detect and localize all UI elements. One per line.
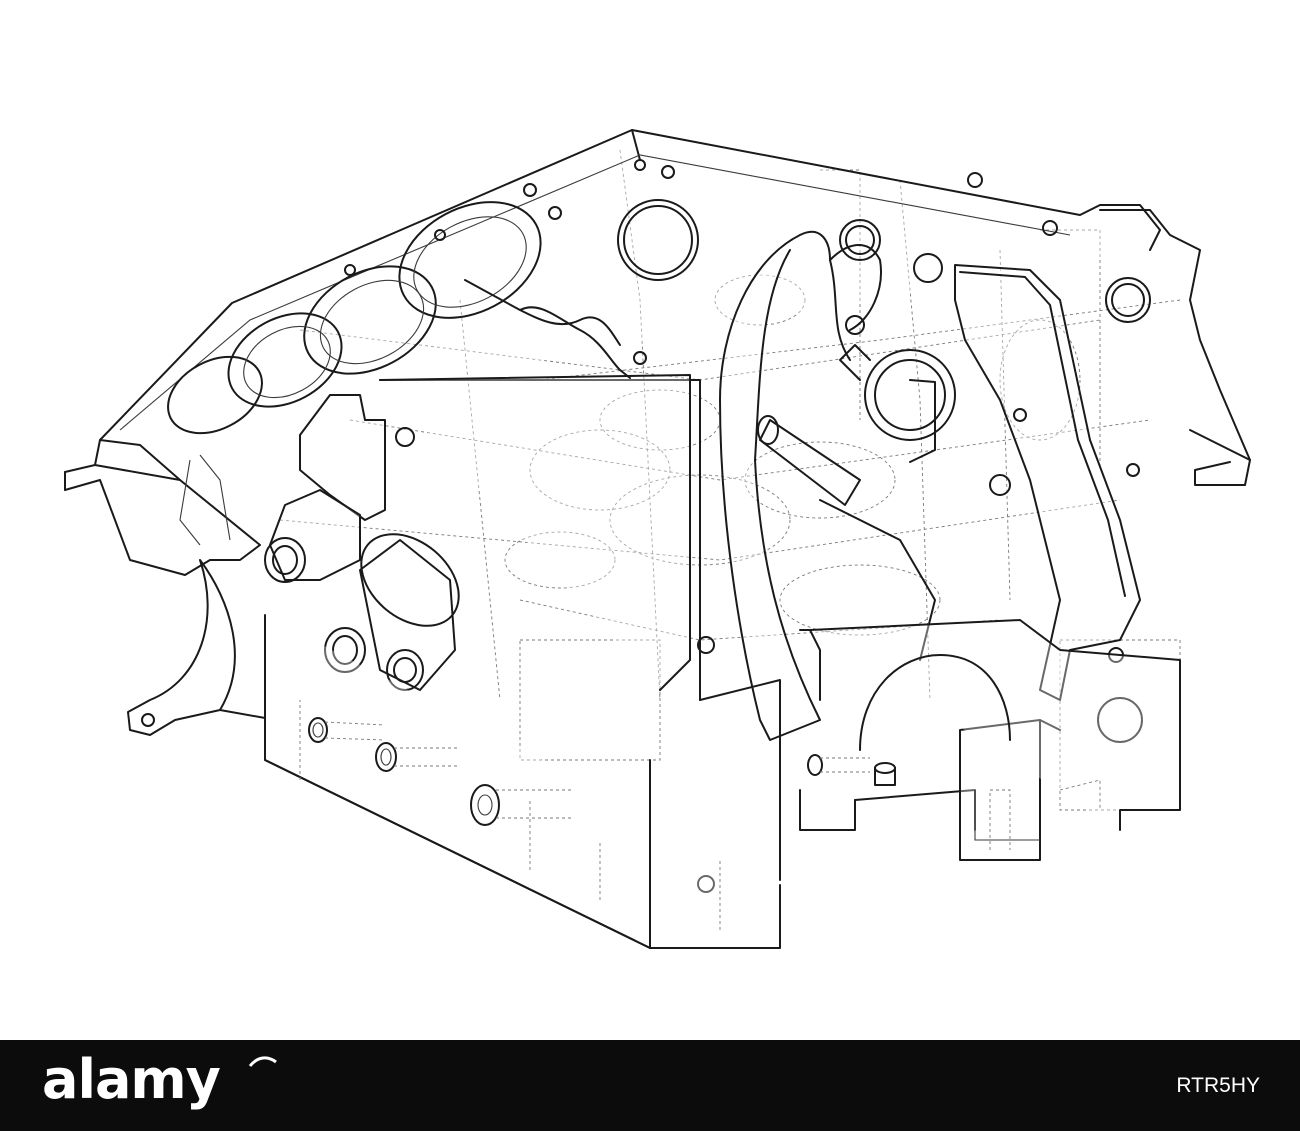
engine-block-drawing	[64, 129, 1251, 949]
front-face	[379, 199, 715, 893]
bolt-3	[470, 784, 572, 826]
watermark-footer: alamy RTR5HY	[0, 1040, 1300, 1131]
wireframe-svg	[64, 129, 1251, 949]
bolt-5	[874, 762, 896, 786]
left-arch	[127, 559, 266, 736]
logo-swoosh-icon	[248, 1056, 277, 1067]
exhaust-bosses	[179, 394, 460, 691]
bolt-4	[807, 754, 870, 776]
base-box	[264, 614, 1181, 949]
left-flange	[64, 439, 261, 576]
top-deck	[99, 129, 1161, 441]
brand-logo: alamy	[42, 1048, 221, 1111]
bolt-2	[375, 742, 460, 772]
runner-tube	[757, 415, 936, 661]
image-id: RTR5HY	[1176, 1074, 1260, 1097]
timing-face	[719, 172, 1251, 743]
bolt-1	[308, 717, 386, 743]
